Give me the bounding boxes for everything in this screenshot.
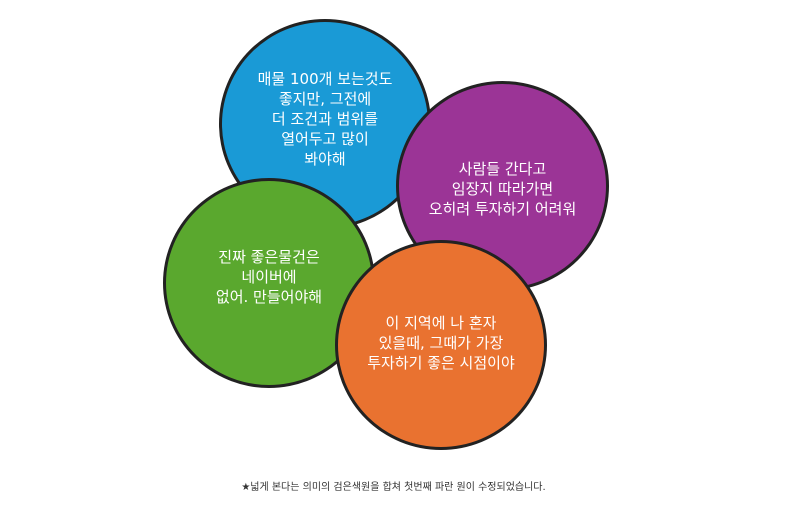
circle-orange: 이 지역에 나 혼자 있을때, 그때가 가장 투자하기 좋은 시점이야 — [335, 240, 547, 450]
circle-blue-text: 매물 100개 보는것도 좋지만, 그전에 더 조건과 범위를 열어두고 많이 … — [257, 70, 393, 168]
caption: ★넓게 본다는 의미의 검은색원을 합쳐 첫번째 파란 원이 수정되었습니다. — [241, 482, 546, 493]
circle-green: 진짜 좋은물건은 네이버에 없어. 만들어야해 — [163, 178, 375, 388]
circle-green-text: 진짜 좋은물건은 네이버에 없어. 만들어야해 — [215, 248, 323, 306]
circle-purple-text: 사람들 간다고 임장지 따라가면 오히려 투자하기 어려워 — [428, 160, 577, 218]
circle-orange-text: 이 지역에 나 혼자 있을때, 그때가 가장 투자하기 좋은 시점이야 — [367, 314, 515, 372]
